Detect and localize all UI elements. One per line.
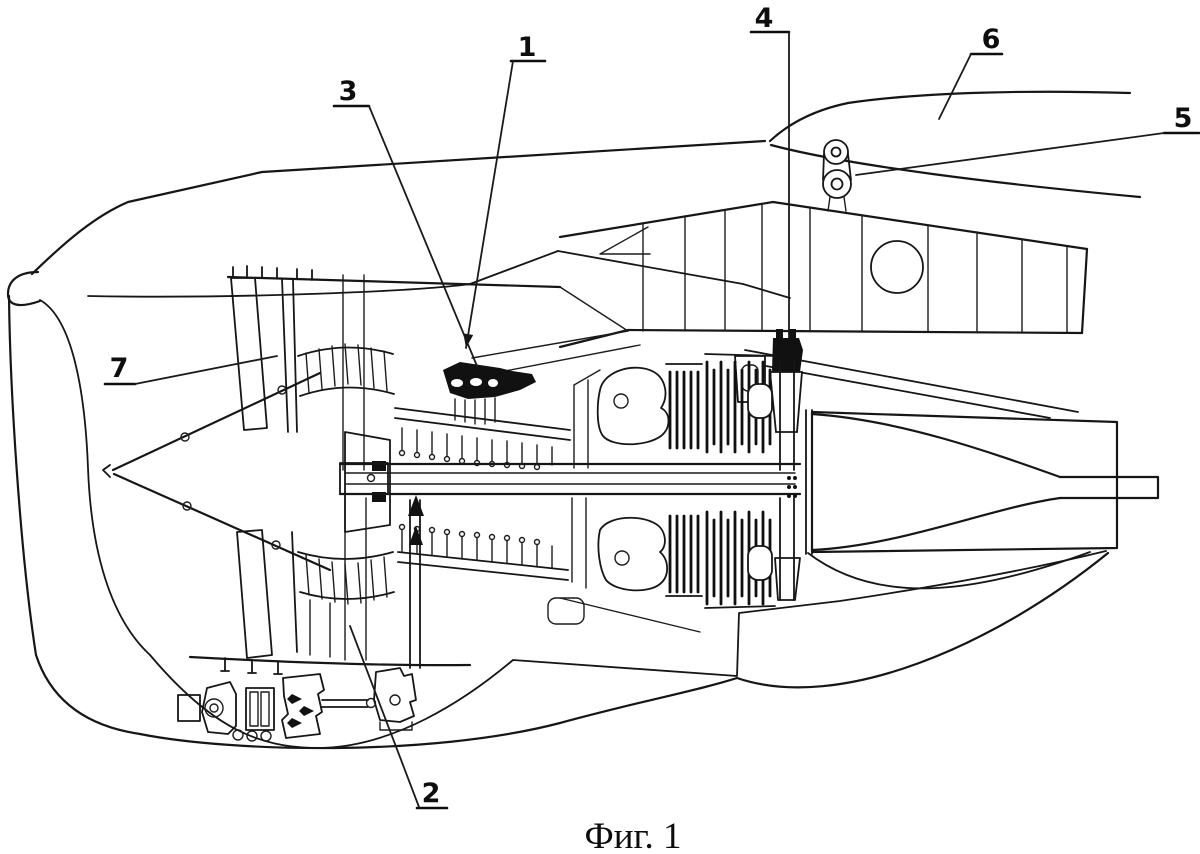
wing	[768, 90, 1142, 199]
figure-label-5: 5	[855, 103, 1200, 176]
figure-label-6: 6	[938, 24, 1004, 120]
label-text-5: 5	[1174, 103, 1193, 134]
attachment-link	[822, 139, 852, 212]
label-text-6: 6	[982, 24, 1001, 55]
nacelle-inlet	[6, 139, 1110, 750]
pylon-hole	[870, 240, 924, 294]
label-leader-5	[855, 132, 1165, 176]
pylon	[471, 200, 1089, 419]
label-text-1: 1	[518, 32, 537, 63]
figure-label-4: 4	[749, 3, 791, 339]
label-text-4: 4	[755, 3, 774, 34]
accessory-gearbox	[177, 667, 417, 742]
figure-labels: 1 2 3 4 5 6 7	[103, 3, 1200, 810]
turbine-rear-frame	[779, 359, 797, 601]
core-bottom	[397, 497, 801, 633]
label-leader-3	[368, 105, 478, 367]
figure-label-1: 1	[463, 32, 547, 349]
label-leader-2	[349, 625, 420, 808]
fan-section	[102, 265, 562, 675]
figure-label-7: 7	[103, 353, 278, 386]
figure-caption: Фиг. 1	[584, 816, 681, 854]
label-text-3: 3	[339, 76, 358, 107]
radial-driveshaft	[408, 495, 424, 669]
label-text-2: 2	[422, 778, 441, 809]
figure-label-3: 3	[332, 76, 478, 367]
label-leader-1	[465, 60, 514, 349]
exhaust-nozzle	[805, 409, 1160, 590]
label-leader-6	[938, 53, 972, 120]
forward-mount	[443, 362, 536, 425]
core-top	[394, 353, 776, 471]
label-text-7: 7	[110, 353, 129, 384]
engine-shaft	[338, 462, 802, 496]
figure-label-2: 2	[349, 625, 449, 810]
label-leader-7	[134, 355, 278, 385]
